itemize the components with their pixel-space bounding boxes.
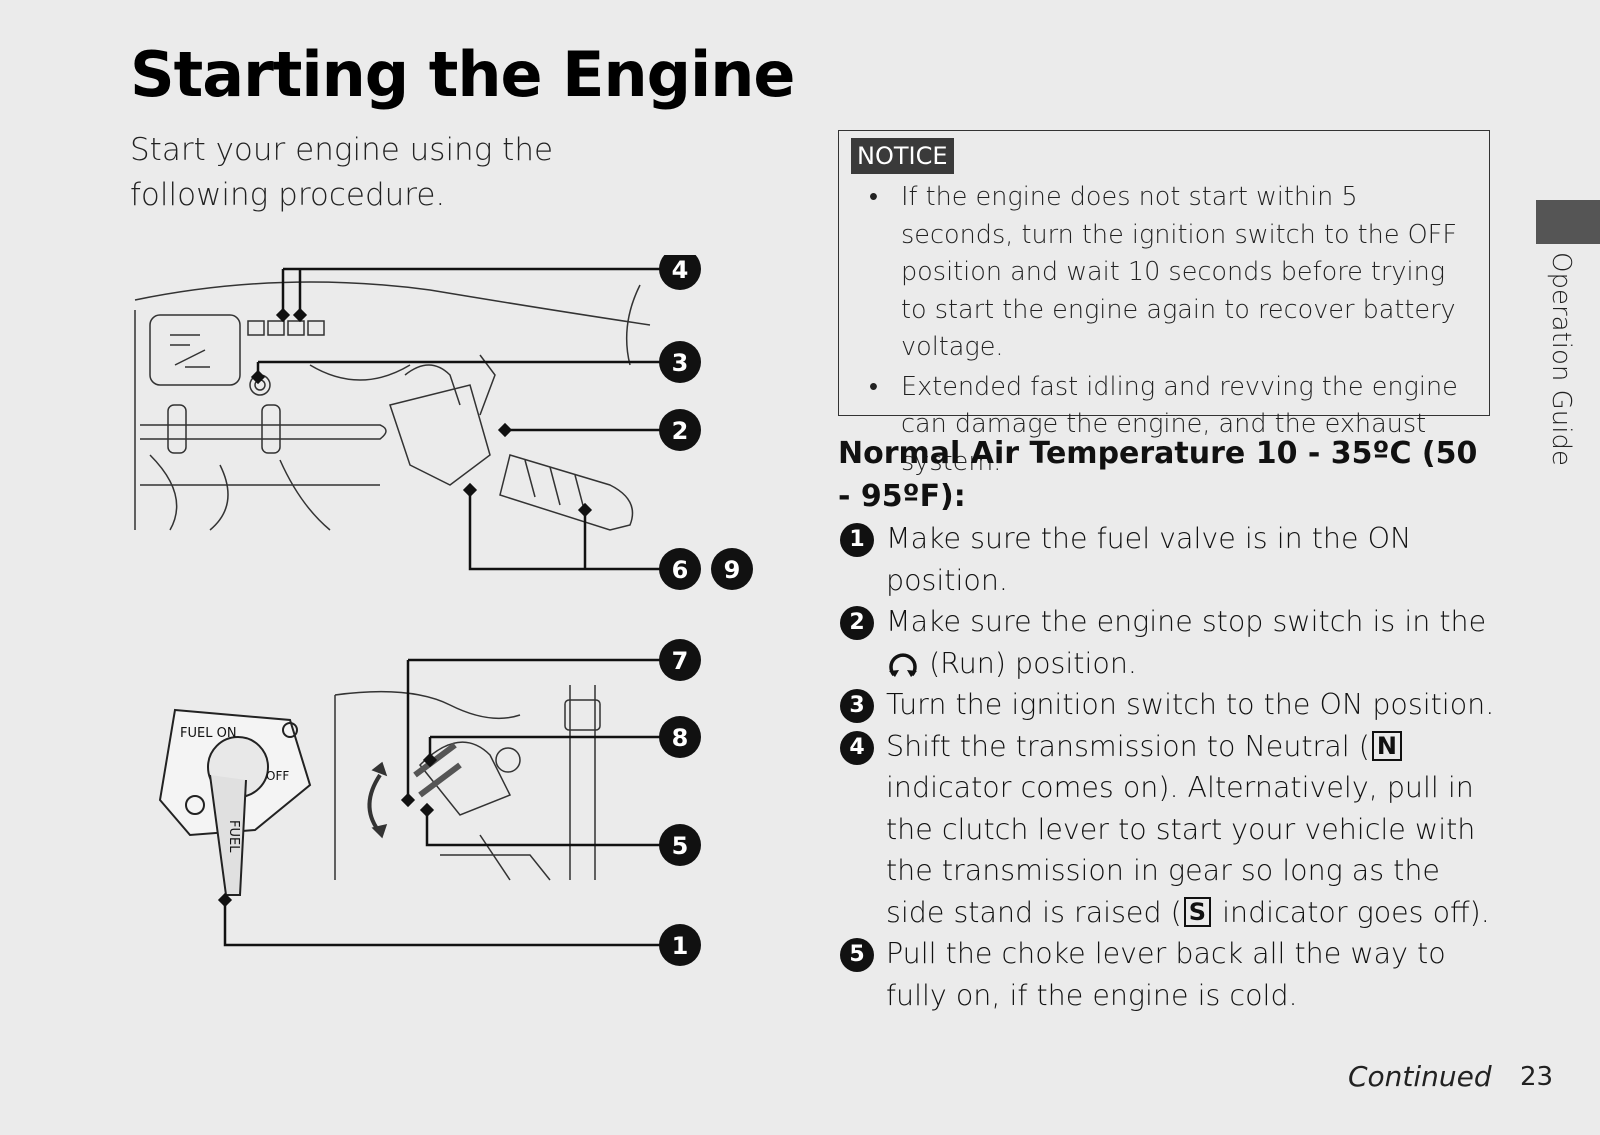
callout-7: 7 — [659, 639, 701, 681]
section-tab-label: Operation Guide — [1546, 252, 1576, 467]
ignition-illustration: FUEL ON OFF FUEL — [158, 708, 312, 896]
handlebar-illustration — [134, 281, 651, 531]
notice-box: NOTICE •If the engine does not start wit… — [838, 130, 1490, 477]
svg-text:6: 6 — [672, 556, 689, 584]
svg-text:1: 1 — [672, 932, 689, 960]
callout-5: 5 — [659, 824, 701, 866]
intro-text: Start your engine using the following pr… — [130, 132, 554, 213]
callout-4: 4 — [659, 255, 701, 290]
callout-3: 3 — [659, 341, 701, 383]
svg-text:7: 7 — [672, 647, 689, 675]
step-1: 1 Make sure the fuel valve is in the ON … — [838, 518, 1498, 601]
svg-text:8: 8 — [672, 724, 689, 752]
callout-6: 6 — [659, 548, 701, 590]
page-title: Starting the Engine — [130, 38, 795, 111]
step-number: 2 — [840, 606, 874, 640]
choke-illustration — [334, 685, 601, 881]
section-tab-marker — [1536, 200, 1600, 244]
section-heading: Normal Air Temperature 10 - 35ºC (50 - 9… — [838, 436, 1478, 514]
procedure-steps: 1 Make sure the fuel valve is in the ON … — [838, 518, 1498, 1016]
callout-8: 8 — [659, 716, 701, 758]
step-number: 4 — [840, 730, 874, 765]
step-number: 1 — [840, 523, 874, 557]
svg-text:4: 4 — [672, 256, 689, 284]
step-2: 2 Make sure the engine stop switch is in… — [838, 601, 1498, 684]
neutral-indicator-icon: N — [1371, 730, 1402, 761]
callout-2: 2 — [659, 409, 701, 451]
step-5: 5 Pull the choke lever back all the way … — [838, 933, 1498, 1016]
continued-label: Continued — [1348, 1060, 1492, 1093]
step-3: 3 Turn the ignition switch to the ON pos… — [838, 684, 1498, 726]
notice-item: •Extended fast idling and revving the en… — [869, 371, 1458, 477]
step-number: 3 — [840, 689, 874, 723]
svg-text:2: 2 — [672, 417, 689, 445]
step-number: 5 — [840, 938, 874, 972]
side-stand-indicator-icon: S — [1183, 896, 1212, 927]
engine-start-figure: FUEL ON OFF FUEL — [130, 255, 780, 995]
svg-text:3: 3 — [672, 349, 689, 377]
fuel-on-label: FUEL ON — [180, 726, 237, 741]
svg-text:9: 9 — [724, 556, 741, 584]
notice-label: NOTICE — [851, 138, 954, 174]
notice-item: •If the engine does not start within 5 s… — [869, 182, 1458, 362]
svg-text:5: 5 — [672, 832, 689, 860]
run-icon — [889, 652, 917, 677]
page-number: 23 — [1520, 1062, 1554, 1092]
fuel-label: FUEL — [226, 820, 241, 853]
off-label: OFF — [266, 769, 289, 783]
notice-list: •If the engine does not start within 5 s… — [861, 179, 1471, 483]
callout-1: 1 — [659, 924, 701, 966]
callout-9: 9 — [711, 548, 753, 590]
step-4: 4 Shift the transmission to Neutral (N i… — [838, 726, 1498, 934]
